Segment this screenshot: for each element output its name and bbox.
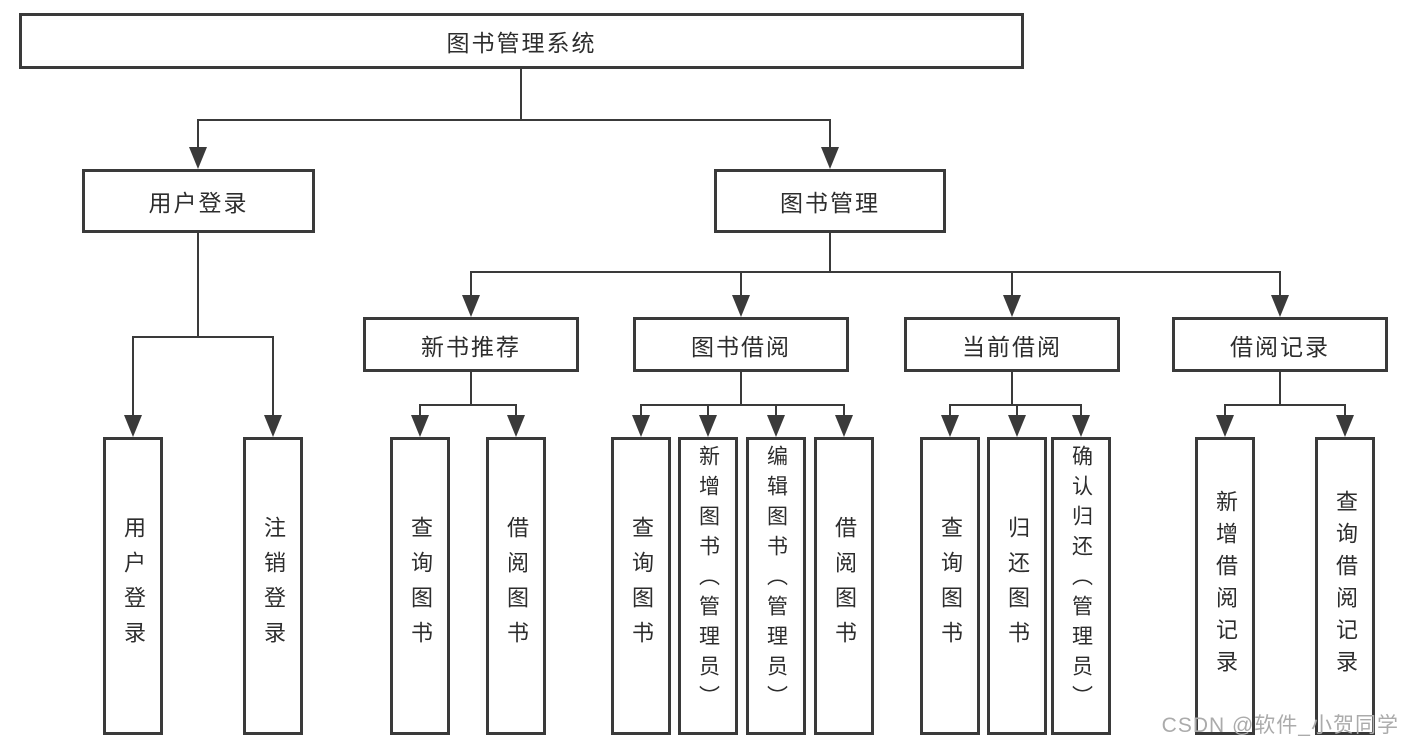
- node-new-book-recommend-label: 新书推荐: [421, 333, 521, 360]
- connector-drop: [707, 404, 709, 417]
- connector-root-stem: [520, 69, 522, 120]
- arrowhead-down-icon: [462, 295, 480, 317]
- connector-user-login-rail: [132, 336, 274, 338]
- leaf-logout: 注销登录: [243, 437, 303, 735]
- connector-drop: [419, 404, 421, 417]
- node-user-login-label: 用户登录: [148, 190, 249, 216]
- root-node: 图书管理系统: [19, 13, 1024, 69]
- arrowhead-down-icon: [264, 415, 282, 437]
- connector-drop-borrow-records: [1279, 271, 1281, 297]
- arrowhead-down-icon: [835, 415, 853, 437]
- connector-drop-book-borrow: [740, 271, 742, 297]
- leaf-current-confirm-return-admin-label: 确认归还（管理员）: [1069, 445, 1093, 715]
- arrowhead-down-icon: [1003, 295, 1021, 317]
- connector-root-rail: [197, 119, 830, 121]
- connector-borrow-records-rail: [1224, 404, 1346, 406]
- arrowhead-down-icon: [699, 415, 717, 437]
- node-user-login: 用户登录: [82, 169, 315, 233]
- arrowhead-down-icon: [1271, 295, 1289, 317]
- connector-drop: [515, 404, 517, 417]
- connector-drop: [1344, 404, 1346, 417]
- arrowhead-down-icon: [1008, 415, 1026, 437]
- leaf-borrow-borrow-book-label: 借阅图书: [832, 516, 857, 656]
- arrowhead-down-icon: [941, 415, 959, 437]
- connector-drop: [1080, 404, 1082, 417]
- connector-current-borrow-stem: [1011, 372, 1013, 405]
- connector-drop-user-login: [197, 119, 199, 148]
- arrowhead-down-icon: [821, 147, 839, 169]
- leaf-borrow-edit-book-admin-label: 编辑图书（管理员）: [764, 445, 788, 715]
- leaf-records-query-record-label: 查询借阅记录: [1333, 490, 1358, 682]
- node-book-management: 图书管理: [714, 169, 946, 233]
- leaf-records-query-record: 查询借阅记录: [1315, 437, 1375, 735]
- leaf-borrow-borrow-book: 借阅图书: [814, 437, 874, 735]
- arrowhead-down-icon: [1072, 415, 1090, 437]
- arrowhead-down-icon: [767, 415, 785, 437]
- leaf-borrow-add-book-admin-label: 新增图书（管理员）: [696, 445, 720, 715]
- connector-drop-new-book-recommend: [470, 271, 472, 297]
- node-borrow-records: 借阅记录: [1172, 317, 1388, 372]
- csdn-watermark: CSDN @软件_小贺同学: [1161, 714, 1399, 737]
- connector-current-borrow-rail: [949, 404, 1082, 406]
- connector-drop-leaf-user-login: [132, 336, 134, 417]
- leaf-current-query-book-label: 查询图书: [938, 516, 963, 656]
- connector-drop: [775, 404, 777, 417]
- leaf-recommend-borrow-book-label: 借阅图书: [504, 516, 529, 656]
- arrowhead-down-icon: [124, 415, 142, 437]
- leaf-records-add-record-label: 新增借阅记录: [1213, 490, 1238, 682]
- node-book-borrow-label: 图书借阅: [691, 333, 791, 360]
- arrowhead-down-icon: [1336, 415, 1354, 437]
- leaf-borrow-query-book: 查询图书: [611, 437, 671, 735]
- connector-drop: [949, 404, 951, 417]
- connector-recommend-rail: [419, 404, 517, 406]
- connector-book-borrow-stem: [740, 372, 742, 405]
- node-new-book-recommend: 新书推荐: [363, 317, 579, 372]
- leaf-borrow-add-book-admin: 新增图书（管理员）: [678, 437, 738, 735]
- connector-book-management-rail: [470, 271, 1281, 273]
- leaf-current-query-book: 查询图书: [920, 437, 980, 735]
- leaf-borrow-query-book-label: 查询图书: [629, 516, 654, 656]
- leaf-current-return-book-label: 归还图书: [1005, 516, 1030, 656]
- connector-borrow-records-stem: [1279, 372, 1281, 405]
- connector-drop-current-borrow: [1011, 271, 1013, 297]
- node-book-borrow: 图书借阅: [633, 317, 849, 372]
- arrowhead-down-icon: [507, 415, 525, 437]
- connector-book-management-stem: [829, 233, 831, 272]
- arrowhead-down-icon: [632, 415, 650, 437]
- leaf-logout-label: 注销登录: [261, 516, 286, 656]
- leaf-borrow-edit-book-admin: 编辑图书（管理员）: [746, 437, 806, 735]
- arrowhead-down-icon: [1216, 415, 1234, 437]
- connector-drop-book-management: [829, 119, 831, 148]
- leaf-records-add-record: 新增借阅记录: [1195, 437, 1255, 735]
- leaf-user-login-label: 用户登录: [121, 516, 146, 656]
- connector-user-login-stem: [197, 233, 199, 337]
- node-current-borrow: 当前借阅: [904, 317, 1120, 372]
- connector-recommend-stem: [470, 372, 472, 405]
- arrowhead-down-icon: [411, 415, 429, 437]
- connector-drop: [843, 404, 845, 417]
- node-borrow-records-label: 借阅记录: [1230, 333, 1330, 360]
- node-current-borrow-label: 当前借阅: [962, 333, 1062, 360]
- arrowhead-down-icon: [732, 295, 750, 317]
- connector-drop: [640, 404, 642, 417]
- arrowhead-down-icon: [189, 147, 207, 169]
- node-book-management-label: 图书管理: [780, 190, 880, 216]
- connector-drop-leaf-logout: [272, 336, 274, 417]
- leaf-current-confirm-return-admin: 确认归还（管理员）: [1051, 437, 1111, 735]
- leaf-user-login: 用户登录: [103, 437, 163, 735]
- connector-drop: [1224, 404, 1226, 417]
- leaf-current-return-book: 归还图书: [987, 437, 1047, 735]
- leaf-recommend-query-book: 查询图书: [390, 437, 450, 735]
- root-node-label: 图书管理系统: [446, 30, 597, 56]
- leaf-recommend-borrow-book: 借阅图书: [486, 437, 546, 735]
- leaf-recommend-query-book-label: 查询图书: [408, 516, 433, 656]
- connector-drop: [1016, 404, 1018, 417]
- connector-book-borrow-rail: [640, 404, 845, 406]
